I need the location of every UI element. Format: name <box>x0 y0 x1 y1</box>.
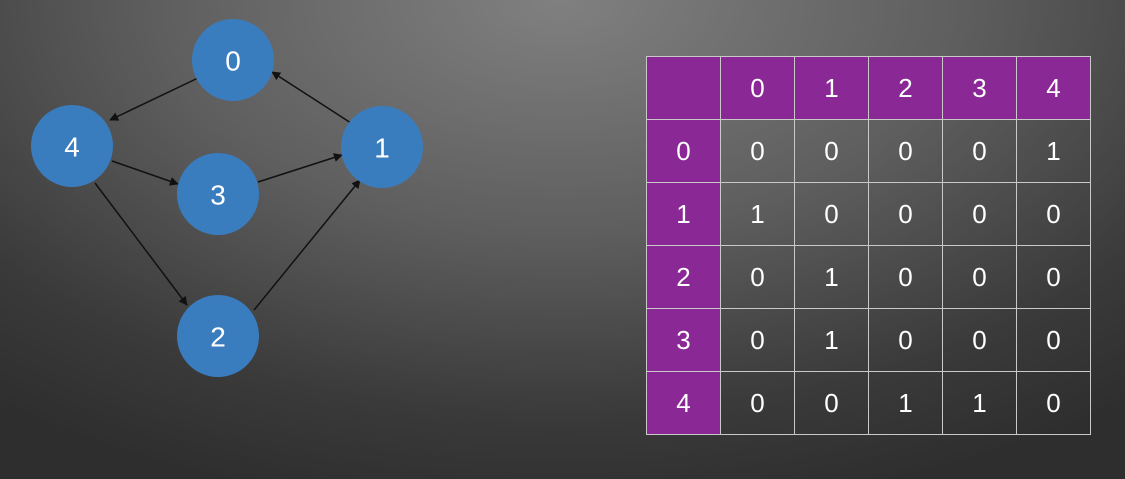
matrix-cell: 1 <box>1016 119 1091 183</box>
edge-4-to-3 <box>111 160 179 186</box>
graph-node-2: 2 <box>177 295 259 377</box>
matrix-corner-cell <box>646 56 721 120</box>
matrix-cell: 0 <box>720 371 795 435</box>
column-header: 3 <box>942 56 1017 120</box>
graph-node-3: 3 <box>177 153 259 235</box>
node-label: 3 <box>210 180 226 211</box>
matrix-cell: 0 <box>942 245 1017 309</box>
matrix-cell: 1 <box>720 182 795 246</box>
column-header: 4 <box>1016 56 1091 120</box>
node-label: 2 <box>210 322 226 353</box>
matrix-header-row: 0 1 2 3 4 <box>646 56 1091 120</box>
matrix-cell: 0 <box>1016 245 1091 309</box>
row-header: 1 <box>646 182 721 246</box>
graph-node-1: 1 <box>341 106 423 188</box>
matrix-row: 0 0 0 0 0 1 <box>646 119 1091 183</box>
matrix-cell: 0 <box>942 119 1017 183</box>
edge-3-to-1 <box>257 153 343 183</box>
matrix-cell: 0 <box>868 182 943 246</box>
matrix-cell: 0 <box>942 182 1017 246</box>
column-header: 2 <box>868 56 943 120</box>
matrix-cell: 1 <box>794 245 869 309</box>
row-header: 3 <box>646 308 721 372</box>
graph-node-4: 4 <box>31 105 113 187</box>
matrix-cell: 1 <box>794 308 869 372</box>
matrix-cell: 0 <box>868 245 943 309</box>
row-header: 0 <box>646 119 721 183</box>
matrix-cell: 0 <box>942 308 1017 372</box>
matrix-cell: 0 <box>1016 182 1091 246</box>
matrix-cell: 0 <box>1016 308 1091 372</box>
matrix-cell: 0 <box>868 308 943 372</box>
matrix-row: 2 0 1 0 0 0 <box>646 245 1091 309</box>
column-header: 1 <box>794 56 869 120</box>
graph-node-0: 0 <box>192 19 274 101</box>
edge-0-to-4 <box>109 77 199 121</box>
matrix-row: 1 1 0 0 0 0 <box>646 182 1091 246</box>
edge-2-to-1 <box>253 179 361 311</box>
edge-1-to-0 <box>271 71 352 124</box>
column-header: 0 <box>720 56 795 120</box>
matrix-cell: 0 <box>794 371 869 435</box>
matrix-cell: 1 <box>868 371 943 435</box>
edge-4-to-2 <box>94 182 188 306</box>
matrix-cell: 0 <box>720 119 795 183</box>
directed-graph: 0 1 2 3 4 <box>31 19 423 377</box>
node-label: 1 <box>374 133 390 164</box>
matrix-cell: 0 <box>720 245 795 309</box>
node-label: 0 <box>225 46 241 77</box>
matrix-cell: 0 <box>720 308 795 372</box>
adjacency-matrix: 0 1 2 3 4 0 0 0 0 0 1 1 1 0 0 0 0 2 0 1 … <box>646 56 1091 435</box>
matrix-cell: 0 <box>794 182 869 246</box>
matrix-row: 3 0 1 0 0 0 <box>646 308 1091 372</box>
matrix-cell: 0 <box>868 119 943 183</box>
row-header: 2 <box>646 245 721 309</box>
matrix-row: 4 0 0 1 1 0 <box>646 371 1091 435</box>
matrix-cell: 0 <box>794 119 869 183</box>
node-label: 4 <box>64 132 80 163</box>
matrix-cell: 1 <box>942 371 1017 435</box>
row-header: 4 <box>646 371 721 435</box>
matrix-cell: 0 <box>1016 371 1091 435</box>
